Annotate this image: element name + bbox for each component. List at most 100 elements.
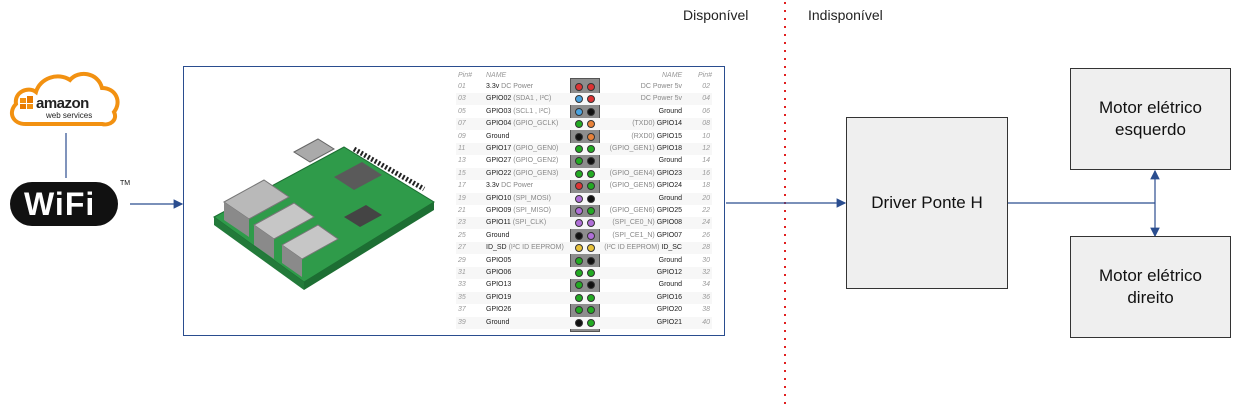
pin-number-right: 08 — [702, 120, 710, 128]
pin-number-left: 07 — [458, 120, 466, 128]
pin-dot-right — [587, 145, 595, 153]
pin-dot-right — [587, 83, 595, 91]
pin-name-left: ID_SD (I²C ID EEPROM) — [486, 244, 564, 252]
pin-number-left: 05 — [458, 107, 466, 115]
pin-dot-left — [575, 281, 583, 290]
pin-dot-right — [587, 107, 595, 116]
pin-dot-left — [575, 306, 583, 315]
pin-dot-left — [575, 318, 583, 327]
pin-number-right: 32 — [702, 269, 710, 276]
pin-number-right: 34 — [702, 281, 710, 289]
aws-subtext: web services — [46, 111, 93, 120]
pin-number-right: 20 — [702, 194, 710, 202]
pin-number-left: 31 — [458, 269, 466, 276]
pin-number-right: 40 — [702, 318, 710, 326]
pin-dot-left — [575, 244, 583, 253]
pin-dot-right — [587, 182, 595, 191]
pin-number-left: 13 — [458, 157, 466, 165]
pin-dot-right — [587, 132, 595, 141]
pin-dot-right — [587, 194, 595, 203]
motor-right-box: Motor elétrico direito — [1070, 236, 1231, 338]
pin-dot-left — [575, 157, 583, 166]
pin-name-right: (TXD0) GPIO14 — [632, 120, 682, 128]
pin-name-right: GPIO21 — [656, 318, 682, 326]
pin-number-right: 14 — [702, 157, 710, 165]
pinout-row: 33 GPIO13 Ground 34 — [456, 279, 712, 291]
pin-name-right: (RXD0) GPIO15 — [631, 132, 682, 140]
pin-name-left: GPIO13 — [486, 281, 512, 289]
pin-name-right: (GPIO_GEN5) GPIO24 — [609, 182, 682, 190]
pin-name-right: (SPI_CE1_N) GPIO07 — [612, 231, 682, 239]
pin-name-left: GPIO10 (SPI_MOSI) — [486, 194, 551, 202]
aws-text: amazon — [36, 95, 89, 112]
pin-number-right: 36 — [702, 293, 710, 301]
pin-number-left: 25 — [458, 231, 466, 239]
pin-name-left: 3.3v DC Power — [486, 83, 534, 90]
pin-number-left: 33 — [458, 281, 466, 289]
unavailable-label: Indisponível — [808, 7, 883, 23]
pinout-row: 01 3.3v DC Power DC Power 5v 02 — [456, 81, 712, 93]
pin-dot-right — [587, 95, 595, 104]
pin-number-right: 38 — [702, 306, 710, 314]
pin-number-left: 35 — [458, 293, 466, 301]
pin-number-right: 28 — [702, 244, 710, 252]
pin-dot-right — [587, 231, 595, 240]
pin-name-right: Ground — [658, 194, 682, 202]
pin-number-right: 02 — [702, 83, 710, 90]
pin-dot-right — [587, 244, 595, 253]
pin-dot-left — [575, 256, 583, 265]
wifi-tm: TM — [120, 180, 131, 187]
pin-number-left: 01 — [458, 83, 466, 90]
pin-name-right: (I²C ID EEPROM) ID_SC — [604, 244, 682, 252]
pin-name-left: Ground — [486, 318, 510, 326]
pin-number-right: 16 — [702, 169, 710, 177]
pin-number-left: 15 — [458, 169, 466, 177]
pin-name-left: GPIO11 (SPI_CLK) — [486, 219, 547, 227]
pin-name-right: GPIO12 — [656, 269, 682, 276]
pin-name-left: Ground — [486, 231, 510, 239]
pin-name-right: GPIO20 — [656, 306, 682, 314]
pin-name-left: GPIO27 (GPIO_GEN2) — [486, 157, 559, 165]
pin-dot-left — [575, 120, 583, 129]
pin-number-left: 19 — [458, 194, 466, 202]
pin-number-right: 30 — [702, 256, 710, 264]
name-header-right: NAME — [662, 72, 683, 79]
pin-name-left: GPIO19 — [486, 293, 512, 301]
pin-dot-right — [587, 281, 595, 290]
pin-name-left: GPIO22 (GPIO_GEN3) — [486, 169, 559, 177]
pin-name-right: DC Power 5v — [640, 83, 682, 90]
pin-dot-left — [575, 207, 583, 215]
available-label: Disponível — [683, 7, 749, 23]
pin-dot-left — [575, 95, 583, 104]
pin-number-right: 04 — [702, 95, 710, 103]
pinout-row: 19 GPIO10 (SPI_MOSI) Ground 20 — [456, 192, 712, 205]
pin-dot-left — [575, 269, 583, 277]
pin-number-right: 24 — [702, 219, 710, 227]
pin-dot-left — [575, 169, 583, 178]
pin-dot-right — [587, 169, 595, 178]
pin-name-right: DC Power 5v — [640, 95, 682, 103]
pin-name-right: Ground — [658, 281, 682, 289]
aws-cloud-logo: amazon web services — [6, 66, 122, 132]
wifi-logo: WiFi TM — [10, 180, 130, 230]
pin-number-right: 22 — [702, 207, 710, 214]
pin-number-left: 23 — [458, 219, 466, 227]
pin-name-left: GPIO09 (SPI_MISO) — [486, 207, 551, 214]
pin-number-left: 21 — [458, 207, 466, 214]
pin-header-left: Pin# — [458, 72, 473, 79]
pin-dot-right — [587, 269, 595, 277]
pin-dot-right — [587, 318, 595, 327]
pin-dot-right — [587, 207, 595, 215]
pin-header-right: Pin# — [698, 72, 713, 79]
